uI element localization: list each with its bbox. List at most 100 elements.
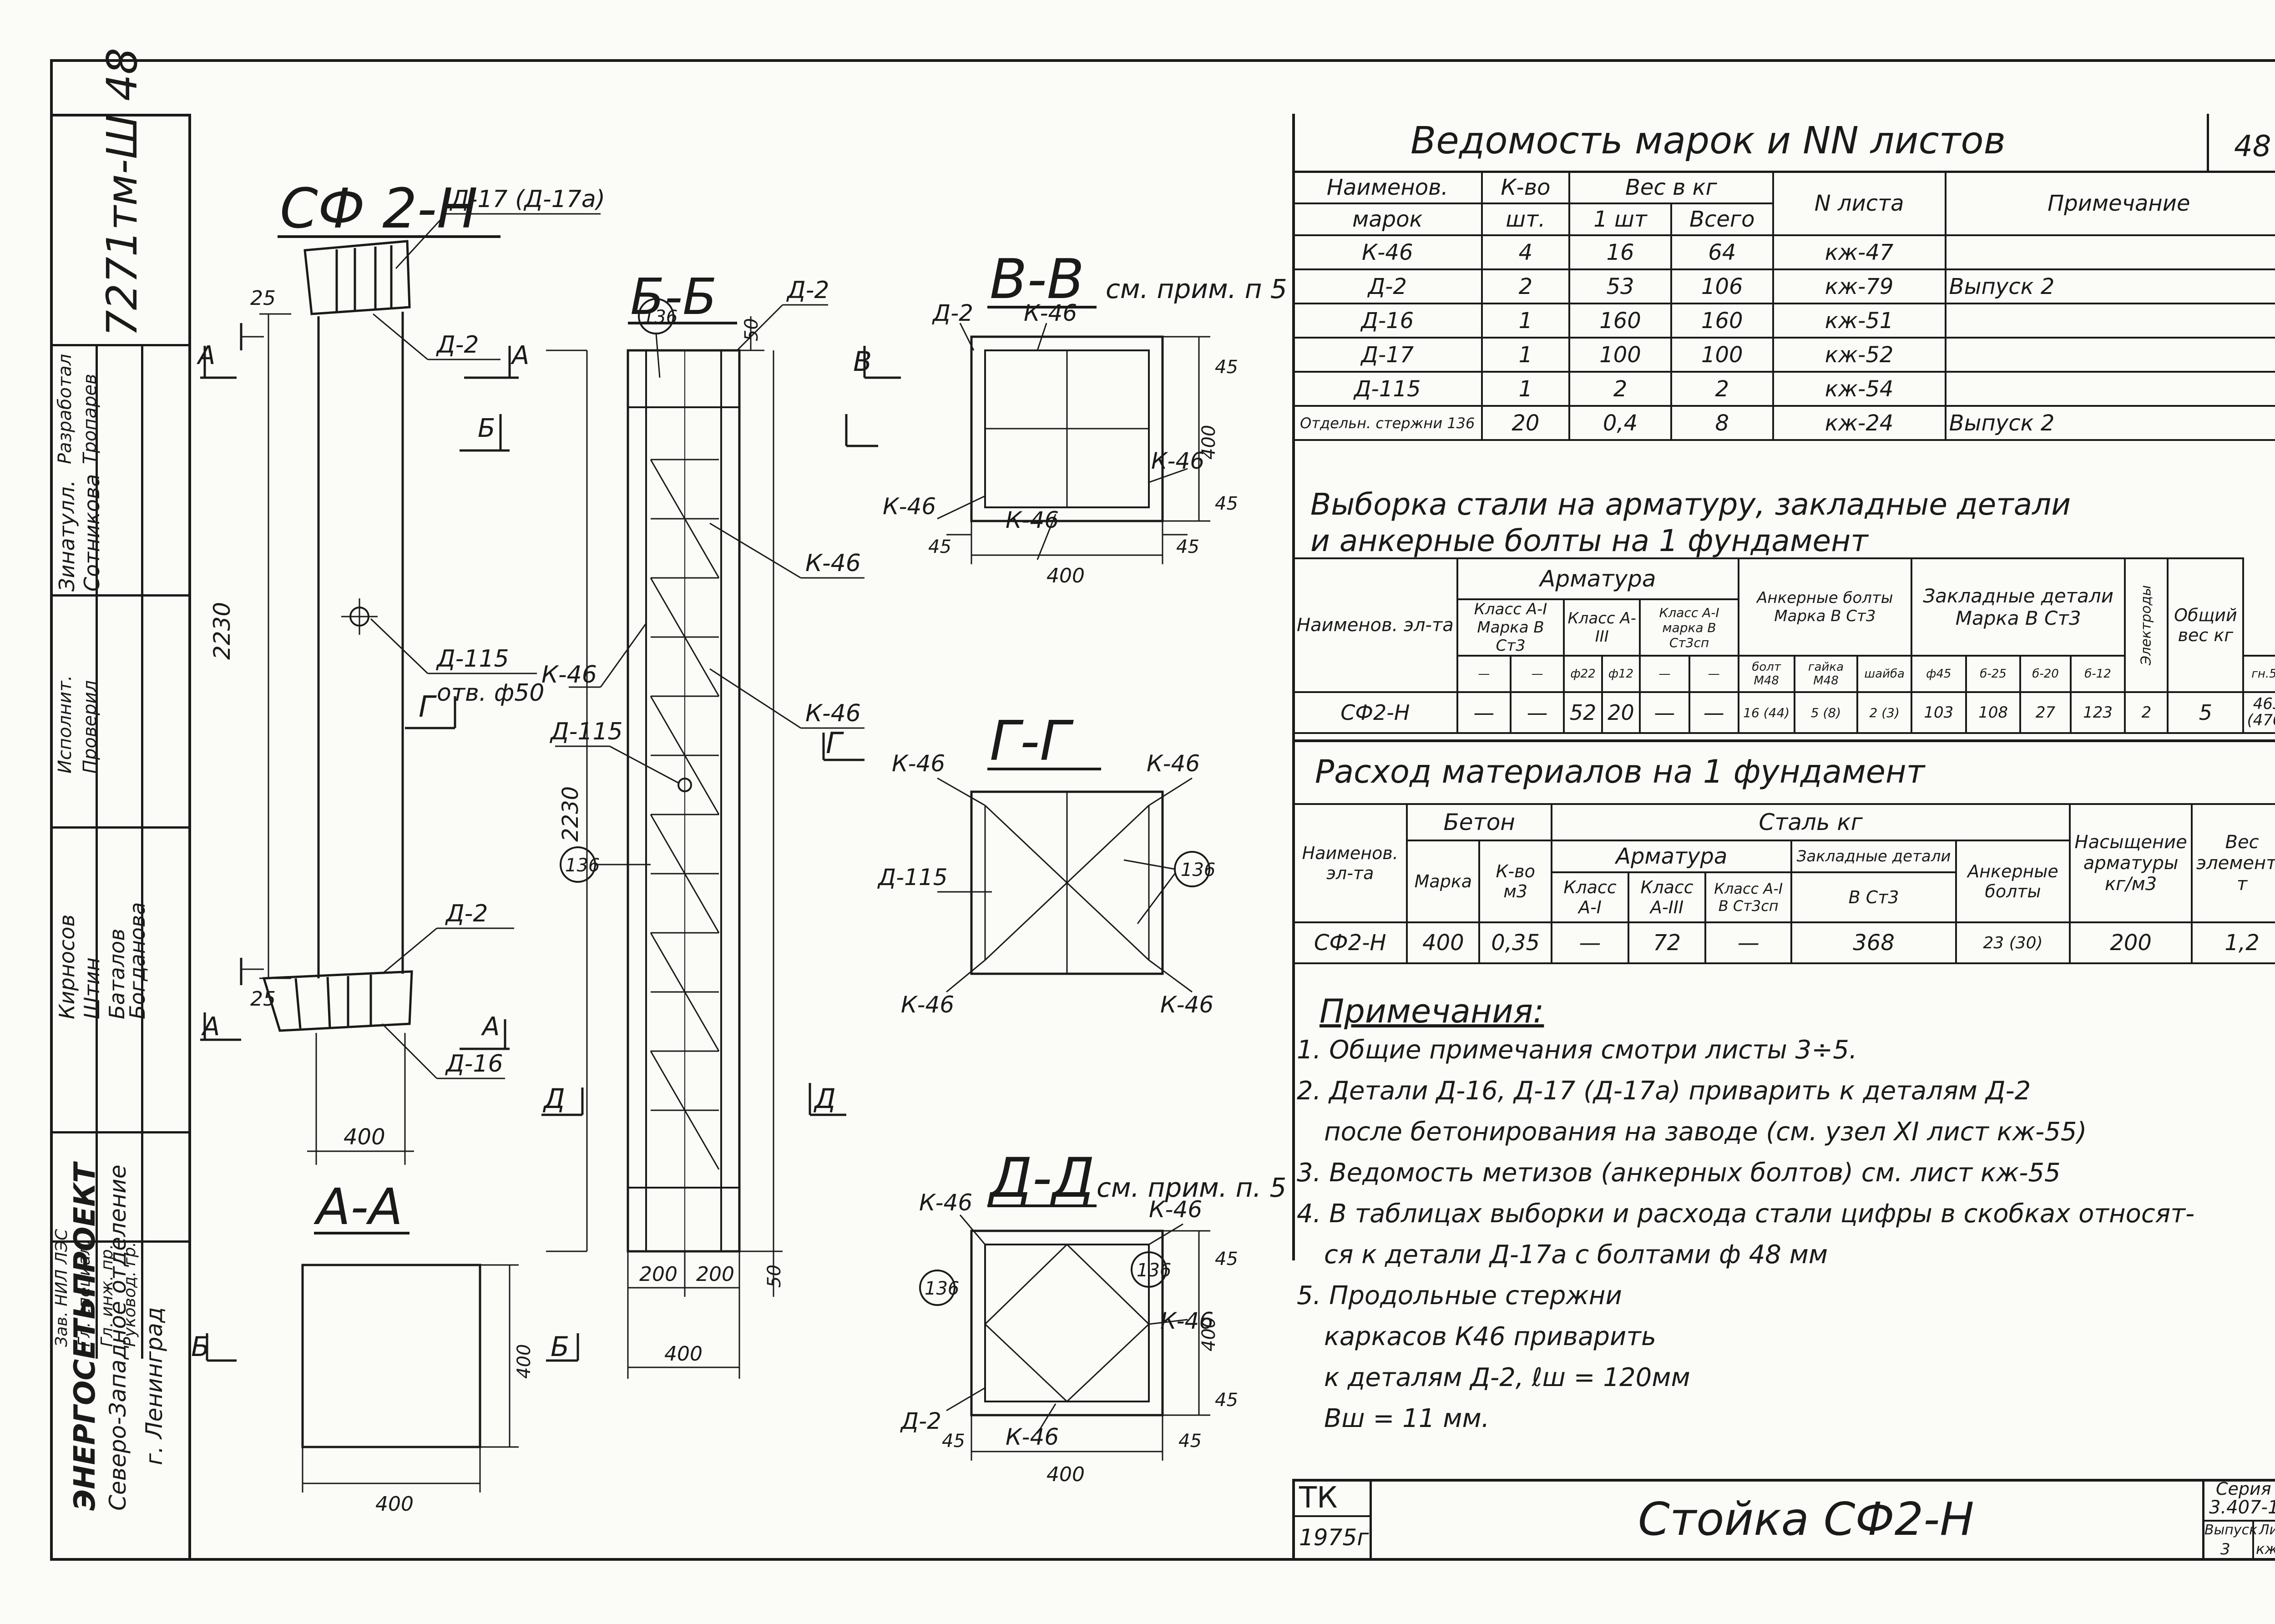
ct-h-a1: Класс А-I <box>1551 871 1630 923</box>
dim-aa-400-right: 400 <box>514 1344 535 1379</box>
name-1: Кирносов <box>55 914 79 1019</box>
note-line-3: после бетонирования на заводе (см. узел … <box>1324 1117 2087 1147</box>
consumption-divider <box>1292 739 2275 742</box>
section-dd <box>919 1214 1210 1461</box>
cut-g-main: Г <box>419 690 437 724</box>
steel-table-title-1: Выборка стали на арматуру, закладные дет… <box>1310 487 2071 522</box>
dim-2230-main: 2230 <box>209 602 235 660</box>
note-line-4: 3. Ведомость метизов (анкерных болтов) с… <box>1297 1158 2061 1188</box>
name-6: Зинатулл. <box>55 480 79 592</box>
label-d115: Д-115 <box>436 645 509 673</box>
label-d2-bottom: Д-2 <box>445 900 488 927</box>
role-5: Исполнит. <box>55 675 76 774</box>
label-gg-k46-c: К-46 <box>901 992 954 1018</box>
ct-h-name: Наименов. эл-та <box>1292 803 1408 923</box>
dim-dd-45-a: 45 <box>1215 1249 1238 1270</box>
steel-total-alt: (470) <box>2247 711 2275 729</box>
role-3: Гл. инж. пр. <box>98 1244 116 1347</box>
dim-dd-400: 400 <box>1046 1463 1085 1486</box>
sheet-number: 48 <box>2234 130 2271 163</box>
mt-h-name: Наименов. <box>1292 171 1483 204</box>
st-h-embed: Закладные детали Марка В Ст3 <box>1910 557 2126 657</box>
label-dd-136-left: 136 <box>925 1278 959 1299</box>
cut-a-bottom-right: А <box>481 1012 500 1042</box>
org-city: г. Ленинград <box>141 1307 167 1465</box>
dim-vv-400: 400 <box>1046 564 1085 587</box>
drawing-area: СФ 2-Н Б-Б В-В см. прим. п 5 Г-Г А-А Д-Д… <box>191 177 1287 1516</box>
label-dd-k46-c: К-46 <box>1160 1308 1213 1334</box>
section-vv <box>863 323 1210 564</box>
st-h-electrodes: Электроды <box>2125 558 2168 692</box>
label-d17: Д-17 (Д-17а) <box>450 186 605 213</box>
st-h-a1: Класс А-I Марка В Ст3 <box>1456 598 1565 657</box>
title-dd: Д-Д <box>987 1147 1095 1210</box>
cut-a-top-left: А <box>197 341 215 370</box>
dim-dd-45-b: 45 <box>1215 1390 1238 1411</box>
sheet-value: кж-37 <box>2256 1540 2275 1558</box>
section-aa <box>206 1264 579 1492</box>
dim-vv-45-d: 45 <box>1176 536 1199 557</box>
dim-25-top: 25 <box>250 287 276 310</box>
dim-bb-50-bottom: 50 <box>764 1265 785 1288</box>
mt-h-wall: Всего <box>1670 202 1774 236</box>
dim-vv-45-c: 45 <box>928 536 951 557</box>
dim-dd-400-right: 400 <box>1198 1317 1219 1351</box>
dim-bb-50-top: 50 <box>741 318 762 341</box>
ct-h-steel: Сталь кг <box>1551 803 2071 841</box>
cut-b-main: Б <box>478 414 495 443</box>
mt-h-sheet: N листа <box>1772 171 1946 236</box>
note-line-2: 2. Детали Д-16, Д-17 (Д-17а) приварить к… <box>1297 1076 2031 1106</box>
ct-h-embed: Закладные детали <box>1790 840 1957 873</box>
ct-h-a3: Класс А-III <box>1628 871 1707 923</box>
mt-h-weight: Вес в кг <box>1568 171 1774 204</box>
steel-total: 463 <box>2253 695 2275 713</box>
label-gg-d115: Д-115 <box>877 864 948 890</box>
label-gg-k46-a: К-46 <box>892 750 945 777</box>
label-bb-d2: Д-2 <box>786 277 829 304</box>
st-h-total: Общий вес кг <box>2167 557 2245 693</box>
st-h-arm: Арматура <box>1456 557 1739 600</box>
marks-table: Наименов. К-во Вес в кг N листа Примечан… <box>1292 171 2275 441</box>
note-line-1: 1. Общие примечания смотри листы 3÷5. <box>1297 1035 1857 1065</box>
consumption-table-title: Расход материалов на 1 фундамент <box>1315 753 1925 790</box>
cut-v-bb: В <box>853 346 872 378</box>
title-aa: А-А <box>313 1178 403 1236</box>
cut-d-bb-right: Д <box>813 1083 836 1115</box>
issue-value: 3 <box>2220 1540 2230 1558</box>
title-gg: Г-Г <box>990 710 1074 773</box>
sheet-number-box <box>2207 114 2275 173</box>
note-line-7: 5. Продольные стержни <box>1297 1281 1622 1310</box>
label-dd-k46-b: К-46 <box>1149 1196 1202 1223</box>
label-dd-k46-d: К-46 <box>1006 1424 1059 1450</box>
label-gg-k46-b: К-46 <box>1147 750 1200 777</box>
dim-bb-200-right: 200 <box>696 1263 734 1286</box>
role-1: Зав. НИЛ ЛЭС <box>52 1229 71 1347</box>
series-label: Серия <box>2216 1479 2271 1499</box>
role-6: Проверил <box>80 680 101 774</box>
section-gg <box>937 777 1210 993</box>
label-136-top: 136 <box>643 307 677 328</box>
issue-label: Выпуск <box>2204 1522 2258 1538</box>
label-bb-k46-c: К-46 <box>805 700 861 727</box>
note-line-5: 4. В таблицах выборки и расхода стали ци… <box>1297 1199 2195 1229</box>
st-h-anchor: Анкерные болты Марка В Ст3 <box>1737 557 1912 657</box>
title-vv: В-В <box>990 248 1084 311</box>
ct-h-a1b: Класс А-I В Ст3сп <box>1704 871 1793 923</box>
dim-aa-400: 400 <box>375 1492 414 1516</box>
st-h-name: Наименов. эл-та <box>1292 557 1458 693</box>
role-8: Разработал <box>55 354 76 464</box>
ct-h-mark: Марка <box>1406 840 1481 923</box>
label-dd-d2: Д-2 <box>900 1408 941 1434</box>
cut-b-aa-right: Б <box>551 1331 569 1363</box>
note-line-8: каркасов К46 приварить <box>1324 1322 1656 1351</box>
label-vv-d2: Д-2 <box>932 300 973 326</box>
label-d2-top: Д-2 <box>436 331 479 359</box>
title-vv-note: см. прим. п 5 <box>1106 273 1287 304</box>
mt-h-note: Примечание <box>1944 171 2275 236</box>
cut-b-aa-left: Б <box>191 1331 210 1363</box>
